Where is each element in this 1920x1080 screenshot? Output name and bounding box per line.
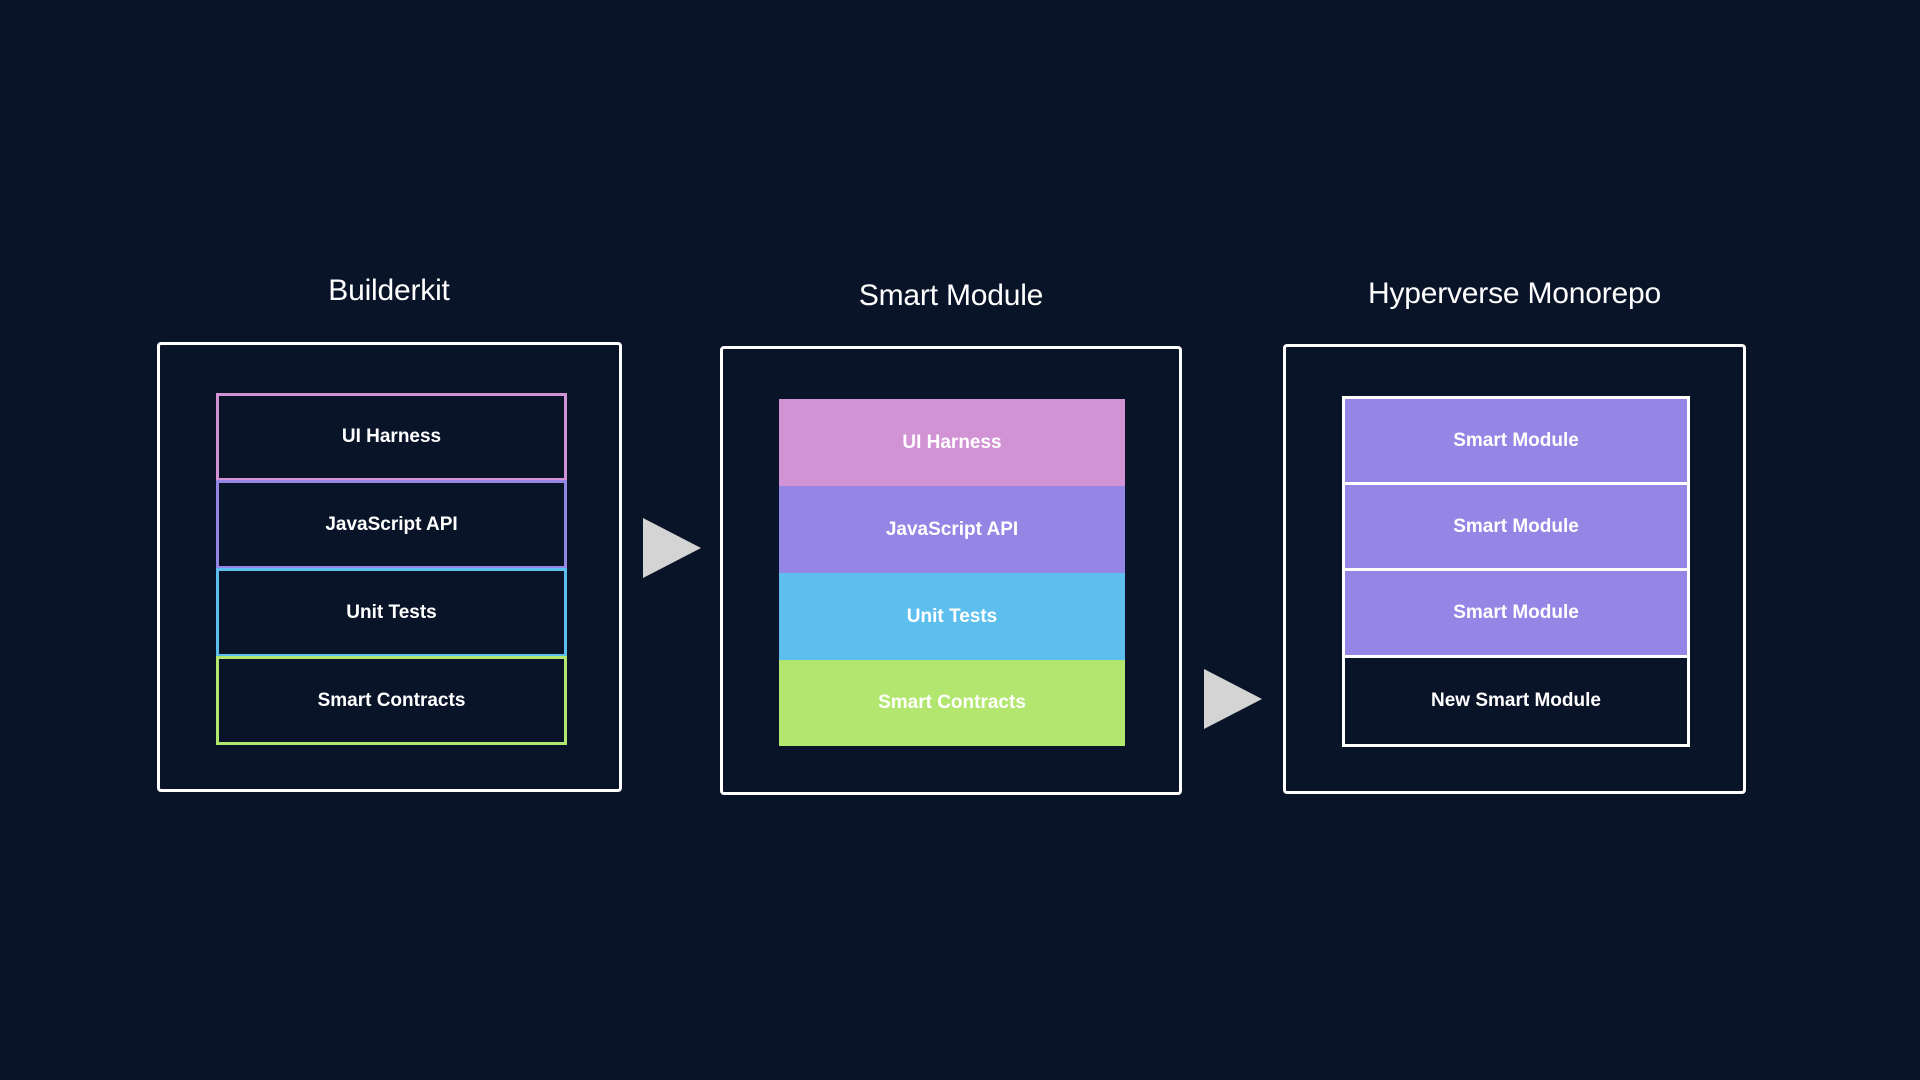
arrow-right-icon — [643, 518, 701, 578]
smart-module-layer-javascript-api: JavaScript API — [779, 486, 1125, 573]
builderkit-layer-stack: UI Harness JavaScript API Unit Tests Sma… — [216, 393, 567, 745]
monorepo-layer-stack: Smart Module Smart Module Smart Module N… — [1342, 396, 1690, 747]
layer-label: Smart Module — [1453, 429, 1579, 451]
smart-module-layer-smart-contracts: Smart Contracts — [779, 660, 1125, 746]
smart-module-layer-ui-harness: UI Harness — [779, 399, 1125, 486]
builderkit-layer-ui-harness: UI Harness — [216, 393, 567, 481]
monorepo-layer-new-smart-module: New Smart Module — [1342, 655, 1690, 747]
smart-module-layer-stack: UI Harness JavaScript API Unit Tests Sma… — [779, 399, 1125, 746]
builderkit-layer-unit-tests: Unit Tests — [216, 568, 567, 657]
layer-label: JavaScript API — [325, 513, 458, 535]
layer-label: Unit Tests — [906, 605, 998, 627]
smart-module-layer-unit-tests: Unit Tests — [779, 573, 1125, 660]
builderkit-layer-javascript-api: JavaScript API — [216, 480, 567, 569]
layer-label: Smart Contracts — [317, 689, 466, 711]
monorepo-title: Hyperverse Monorepo — [1367, 277, 1661, 310]
builderkit-title: Builderkit — [328, 274, 450, 307]
monorepo-layer-smart-module-3: Smart Module — [1342, 568, 1690, 658]
layer-label: UI Harness — [341, 426, 442, 447]
layer-label: New Smart Module — [1431, 690, 1601, 711]
layer-label: Smart Contracts — [878, 692, 1026, 713]
monorepo-layer-smart-module-2: Smart Module — [1342, 482, 1690, 571]
layer-label: Unit Tests — [346, 601, 437, 623]
builderkit-layer-smart-contracts: Smart Contracts — [216, 656, 567, 745]
layer-label: Smart Module — [1453, 602, 1579, 623]
layer-label: JavaScript API — [885, 518, 1019, 540]
arrow-right-icon — [1204, 669, 1262, 729]
layer-label: UI Harness — [902, 431, 1002, 453]
layer-label: Smart Module — [1453, 515, 1579, 537]
monorepo-panel: Smart Module Smart Module Smart Module N… — [1283, 344, 1746, 794]
smart-module-title: Smart Module — [858, 279, 1044, 312]
smart-module-panel: UI Harness JavaScript API Unit Tests Sma… — [720, 346, 1182, 795]
monorepo-layer-smart-module-1: Smart Module — [1342, 396, 1690, 485]
builderkit-panel: UI Harness JavaScript API Unit Tests Sma… — [157, 342, 622, 792]
